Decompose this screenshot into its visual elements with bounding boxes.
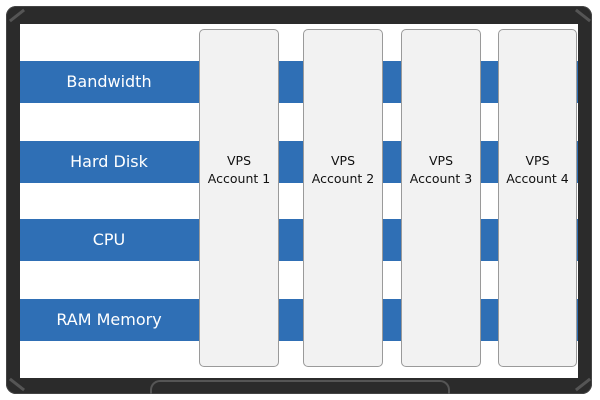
vps-account-panel-3: VPS Account 3: [401, 29, 481, 367]
resource-label: RAM Memory: [56, 310, 162, 329]
account-label-line2: Account 1: [207, 171, 271, 186]
vps-account-panel-1: VPS Account 1: [199, 29, 279, 367]
account-label-line1: VPS: [525, 153, 550, 168]
account-label-line1: VPS: [226, 153, 252, 168]
vps-account-panel-2: VPS Account 2: [303, 29, 383, 367]
account-label: VPS Account 1: [200, 152, 278, 188]
resource-label: CPU: [92, 230, 126, 249]
vps-account-panel-4: VPS Account 4: [498, 29, 577, 367]
account-label: VPS Account 3: [402, 152, 480, 188]
resource-row-bandwidth: Bandwidth: [20, 61, 578, 103]
account-label-line2: Account 3: [409, 171, 473, 186]
account-label-line1: VPS: [330, 153, 356, 168]
resource-label: Hard Disk: [70, 152, 148, 171]
monitor-screen: Bandwidth Hard Disk CPU RAM Memory VPS A…: [20, 24, 578, 378]
resource-row-cpu: CPU: [20, 219, 578, 261]
account-label: VPS Account 2: [304, 152, 382, 188]
resource-row-hard-disk: Hard Disk: [20, 141, 578, 183]
resource-row-ram-memory: RAM Memory: [20, 299, 578, 341]
account-label: VPS Account 4: [499, 152, 576, 188]
account-label-line2: Account 4: [506, 171, 569, 186]
account-label-line1: VPS: [428, 153, 454, 168]
account-label-line2: Account 2: [311, 171, 375, 186]
monitor-stand: [150, 380, 450, 394]
resource-label: Bandwidth: [66, 72, 152, 91]
